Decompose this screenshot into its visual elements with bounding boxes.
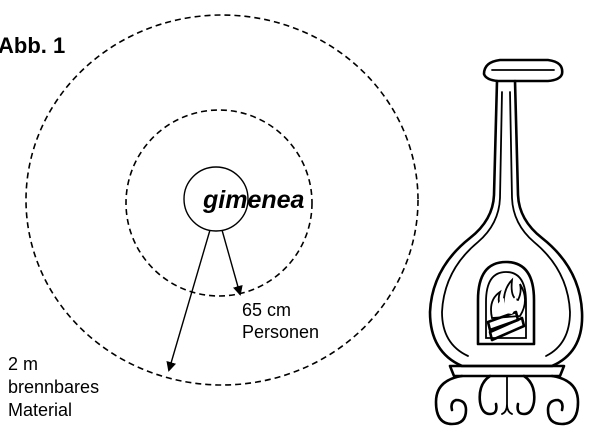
- outer-radius-line3: Material: [8, 400, 72, 420]
- outer-clearance-circle: [25, 14, 419, 386]
- inner-radius-arrow: [221, 229, 243, 296]
- outer-radius-line2: brennbares: [8, 377, 99, 397]
- chimenea-stove-icon: [428, 58, 584, 426]
- figure-title: Abb. 1: [0, 33, 65, 58]
- fireplace-center-circle: [183, 166, 249, 232]
- center-label: gimenea: [202, 186, 305, 214]
- inner-clearance-circle: [125, 109, 313, 297]
- inner-radius-value: 65 cm: [242, 300, 291, 320]
- outer-radius-value: 2 m: [8, 354, 38, 374]
- inner-radius-subject: Personen: [242, 322, 319, 342]
- outer-radius-arrow: [166, 229, 211, 372]
